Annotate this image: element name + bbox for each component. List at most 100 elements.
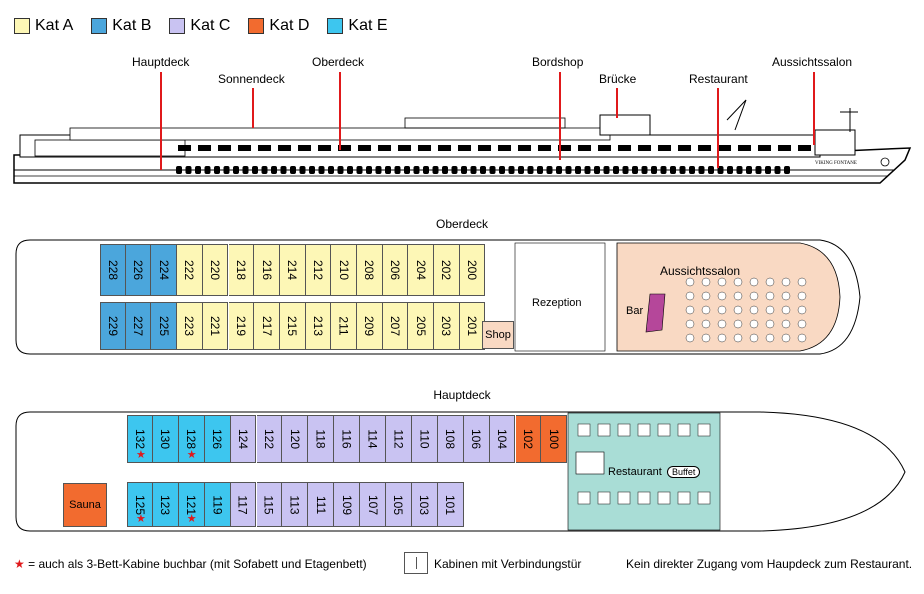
cabin-229: 229 <box>100 302 126 350</box>
porthole <box>290 166 296 174</box>
ship-window <box>658 145 671 151</box>
cabin-125: 125★ <box>127 482 153 527</box>
cabin-number: 215 <box>285 315 300 337</box>
cabin-number: 114 <box>365 429 380 449</box>
porthole <box>632 166 638 174</box>
salon-seat <box>749 319 759 329</box>
porthole <box>185 166 192 174</box>
salon-seat <box>733 333 743 343</box>
cabin-number: 227 <box>131 315 146 337</box>
ship-window <box>738 145 751 151</box>
cabin-202: 202 <box>434 244 460 296</box>
cabin-214: 214 <box>279 244 306 296</box>
cabin-number: 128 <box>184 428 199 450</box>
cabin-number: 105 <box>391 494 406 515</box>
three-bed-star-icon: ★ <box>135 513 146 525</box>
cabin-124: 124 <box>230 415 257 463</box>
legend-swatch <box>169 18 186 34</box>
cabin-216: 216 <box>254 244 280 296</box>
ship-window <box>778 145 791 151</box>
legend-label: Kat A <box>35 17 74 34</box>
door-note: Kabinen mit Verbindungstür <box>434 557 582 571</box>
porthole <box>375 166 382 174</box>
porthole <box>413 166 420 174</box>
cabin-number: 212 <box>310 259 325 281</box>
porthole <box>575 166 581 174</box>
restaurant-table <box>597 491 611 505</box>
cabin-123: 123 <box>152 482 179 527</box>
cabin-number: 206 <box>388 259 403 281</box>
salon-seat <box>733 319 743 329</box>
ship-window <box>438 145 451 151</box>
porthole <box>489 166 496 174</box>
ship-name-text: VIKING FONTANE <box>815 161 857 166</box>
porthole <box>727 166 733 174</box>
legend-item: Kat D <box>248 17 309 35</box>
ship-window <box>178 145 191 151</box>
porthole <box>280 166 287 174</box>
salon-seat <box>733 277 743 287</box>
cabin-number: 223 <box>182 315 197 337</box>
cabin-225: 225 <box>151 302 178 350</box>
porthole <box>518 166 524 174</box>
cabin-number: 112 <box>391 429 406 449</box>
cabin-number: 122 <box>261 428 276 450</box>
salon-seat <box>685 291 695 301</box>
cabin-103: 103 <box>411 482 438 527</box>
salon-seat <box>701 277 711 287</box>
restaurant-table <box>657 491 671 505</box>
salon-seat <box>701 333 711 343</box>
ship-window <box>638 145 651 151</box>
buffet-label: Buffet <box>667 466 701 478</box>
cabin-number: 211 <box>336 316 351 336</box>
cabin-209: 209 <box>357 302 383 350</box>
cabin-213: 213 <box>305 302 332 350</box>
porthole <box>356 166 363 174</box>
ship-window <box>298 145 311 151</box>
salon-seat <box>685 305 695 315</box>
porthole <box>546 166 553 174</box>
porthole <box>746 166 752 174</box>
reception-label: Rezeption <box>532 297 582 309</box>
ship-side-view: VIKING FONTANE <box>13 99 912 184</box>
cabin-121: 121★ <box>178 482 205 527</box>
porthole <box>784 166 790 174</box>
ship-window <box>538 145 551 151</box>
ship-window <box>718 145 731 151</box>
porthole <box>204 166 211 174</box>
salon-seat <box>797 319 807 329</box>
porthole <box>651 166 657 174</box>
cabin-number: 228 <box>105 259 120 281</box>
porthole <box>423 166 429 174</box>
porthole <box>755 166 762 174</box>
cabin-117: 117 <box>230 482 257 527</box>
porthole <box>480 166 486 174</box>
cabin-104: 104 <box>489 415 516 463</box>
ship-window <box>558 145 571 151</box>
porthole <box>613 166 619 174</box>
salon-seat <box>717 305 727 315</box>
porthole <box>432 166 439 174</box>
pointer-line <box>559 72 561 160</box>
legend-label: Kat D <box>269 17 310 34</box>
ship-window <box>418 145 431 151</box>
pointer-line <box>717 88 719 168</box>
cabin-116: 116 <box>334 415 361 463</box>
cabin-number: 224 <box>156 259 171 281</box>
cabin-number: 203 <box>439 315 454 337</box>
restaurant-table <box>577 491 591 505</box>
ship-window <box>478 145 491 151</box>
cabin-number: 205 <box>413 315 428 337</box>
cabin-number: 209 <box>362 315 377 337</box>
cabin-122: 122 <box>256 415 283 463</box>
cabin-number: 200 <box>465 259 480 281</box>
restaurant-table <box>697 423 711 437</box>
salon-seat <box>797 291 807 301</box>
salon-seat <box>685 277 695 287</box>
bar-label: Bar <box>626 305 644 317</box>
cabin-107: 107 <box>360 482 386 527</box>
sauna-area: Sauna <box>63 483 107 527</box>
cabin-113: 113 <box>282 482 309 527</box>
porthole <box>461 166 467 174</box>
